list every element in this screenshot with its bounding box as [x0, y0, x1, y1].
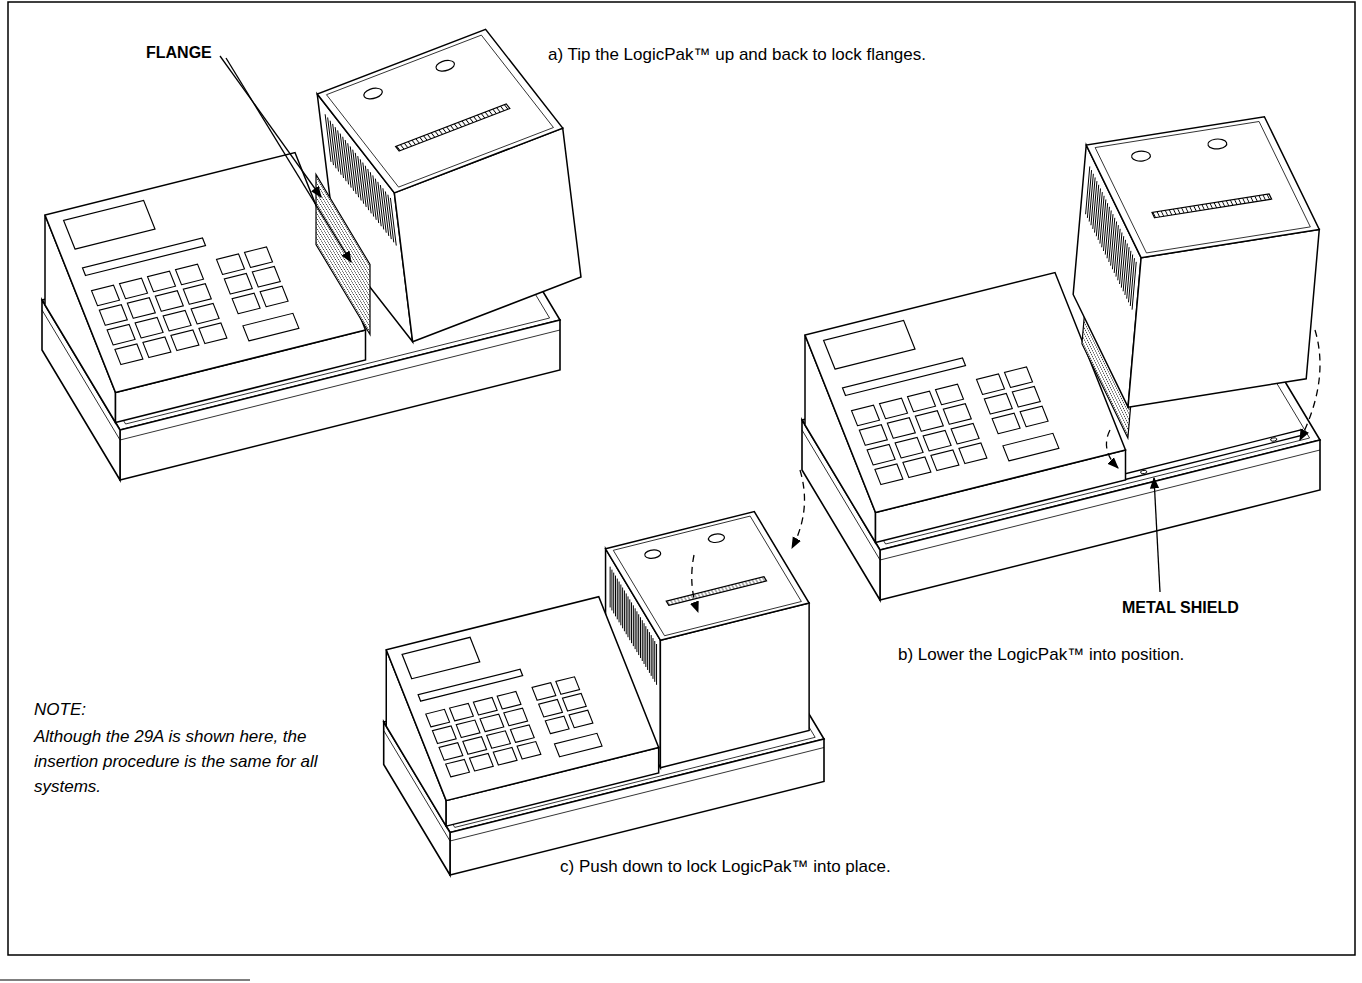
page-frame — [8, 2, 1355, 955]
note-heading: NOTE: — [34, 699, 86, 720]
note-text: Although the 29A is shown here, the inse… — [34, 724, 364, 799]
part-label: FLANGE — [146, 42, 212, 63]
motion-arrow — [1106, 430, 1118, 468]
machine-a — [42, 21, 586, 480]
step-caption: a) Tip the LogicPak™ up and back to lock… — [548, 44, 926, 65]
leader-line — [1154, 478, 1160, 592]
part-label: METAL SHIELD — [1122, 597, 1239, 618]
motion-arrow — [692, 555, 698, 612]
leader-line — [226, 58, 351, 262]
machine-c — [384, 512, 824, 875]
step-caption: b) Lower the LogicPak™ into position. — [898, 644, 1184, 665]
rule — [0, 979, 250, 980]
machine-b — [802, 101, 1329, 600]
leader-line — [220, 56, 321, 197]
motion-arrow — [792, 470, 805, 548]
step-caption: c) Push down to lock LogicPak™ into plac… — [560, 856, 891, 877]
motion-arrow — [1300, 330, 1320, 440]
